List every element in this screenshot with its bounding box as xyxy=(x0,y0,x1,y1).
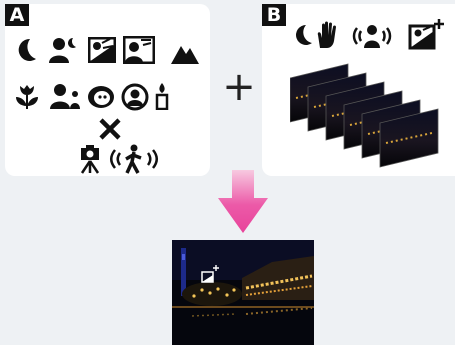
panel-b: B xyxy=(262,4,455,176)
moon-icon xyxy=(14,37,40,63)
hdr-backlight-icon xyxy=(408,18,444,50)
tripod-camera-icon xyxy=(78,144,102,174)
hand-icon xyxy=(314,21,340,49)
anti-motion-blur-icon xyxy=(352,22,392,50)
cross-icon xyxy=(98,117,122,141)
moon-icon xyxy=(292,24,314,46)
panel-a: A xyxy=(5,4,210,176)
macro-flower-icon xyxy=(14,84,40,110)
photo-burst-stack xyxy=(290,60,455,172)
panel-b-badge: B xyxy=(262,4,286,26)
tripod-portrait-icon xyxy=(50,82,82,110)
backlight-portrait-icon xyxy=(123,36,155,64)
moving-subject-icon xyxy=(109,144,159,174)
night-portrait-icon xyxy=(48,36,78,64)
landscape-icon xyxy=(171,42,199,64)
baby-icon xyxy=(87,84,115,110)
backlight-icon xyxy=(88,37,116,63)
night-scene-photo xyxy=(172,240,314,345)
plus-sign: + xyxy=(222,70,256,104)
result-photo xyxy=(172,240,314,345)
down-arrow-icon xyxy=(217,170,269,234)
candle-icon xyxy=(155,82,169,110)
portrait-circle-icon xyxy=(121,83,149,111)
panel-a-badge: A xyxy=(5,4,29,26)
